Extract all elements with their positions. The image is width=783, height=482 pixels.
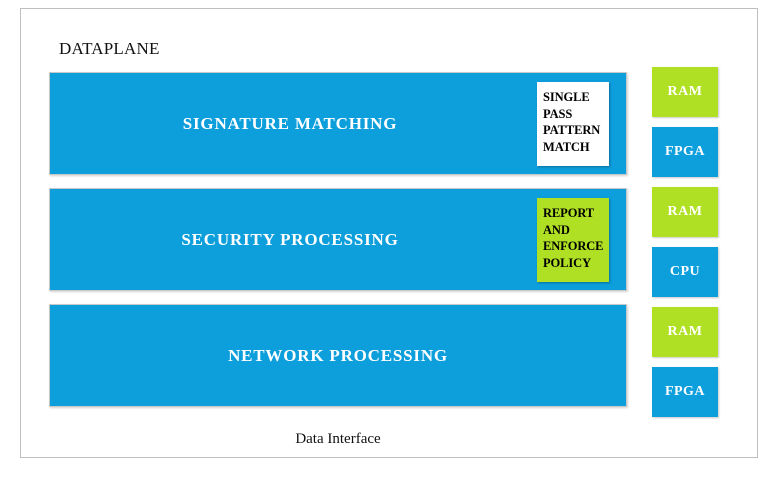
chip-label: FPGA bbox=[664, 144, 706, 159]
chip-label: RAM bbox=[667, 324, 703, 339]
data-interface-label: Data Interface bbox=[295, 431, 381, 447]
inset-report-and-enforce-policy[interactable]: REPORT AND ENFORCE POLICY bbox=[537, 198, 609, 282]
inset-line: PATTERN bbox=[543, 123, 601, 138]
inset-line: MATCH bbox=[543, 139, 590, 154]
chip-cpu[interactable]: CPU bbox=[652, 247, 718, 297]
layer-signature-matching[interactable]: SIGNATURE MATCHING SINGLE PASS PATTERN M… bbox=[49, 72, 627, 175]
chip-label: RAM bbox=[667, 204, 703, 219]
inset-line: SINGLE bbox=[543, 90, 590, 104]
layer-label: SIGNATURE MATCHING bbox=[182, 113, 398, 133]
inset-single-pass-pattern-match[interactable]: SINGLE PASS PATTERN MATCH bbox=[537, 82, 609, 166]
layer-network-processing[interactable]: NETWORK PROCESSING bbox=[49, 304, 627, 407]
layer-label: NETWORK PROCESSING bbox=[228, 345, 448, 365]
chip-fpga-1[interactable]: FPGA bbox=[652, 127, 718, 177]
inset-line: POLICY bbox=[543, 255, 592, 270]
chip-label: RAM bbox=[667, 84, 703, 99]
inset-line: PASS bbox=[543, 106, 573, 121]
layer-label: SECURITY PROCESSING bbox=[181, 229, 399, 249]
chip-fpga-2[interactable]: FPGA bbox=[652, 367, 718, 417]
inset-line: AND bbox=[543, 222, 570, 237]
page-title: DATAPLANE bbox=[59, 39, 160, 58]
inset-line: ENFORCE bbox=[543, 239, 604, 254]
chip-ram-3[interactable]: RAM bbox=[652, 307, 718, 357]
chip-ram-1[interactable]: RAM bbox=[652, 67, 718, 117]
dataplane-frame: DATAPLANE SIGNATURE MATCHING SINGLE PASS… bbox=[20, 8, 758, 458]
chip-ram-2[interactable]: RAM bbox=[652, 187, 718, 237]
layer-security-processing[interactable]: SECURITY PROCESSING REPORT AND ENFORCE P… bbox=[49, 188, 627, 291]
inset-line: REPORT bbox=[543, 206, 595, 220]
chip-label: CPU bbox=[669, 264, 701, 279]
chip-label: FPGA bbox=[664, 384, 706, 399]
